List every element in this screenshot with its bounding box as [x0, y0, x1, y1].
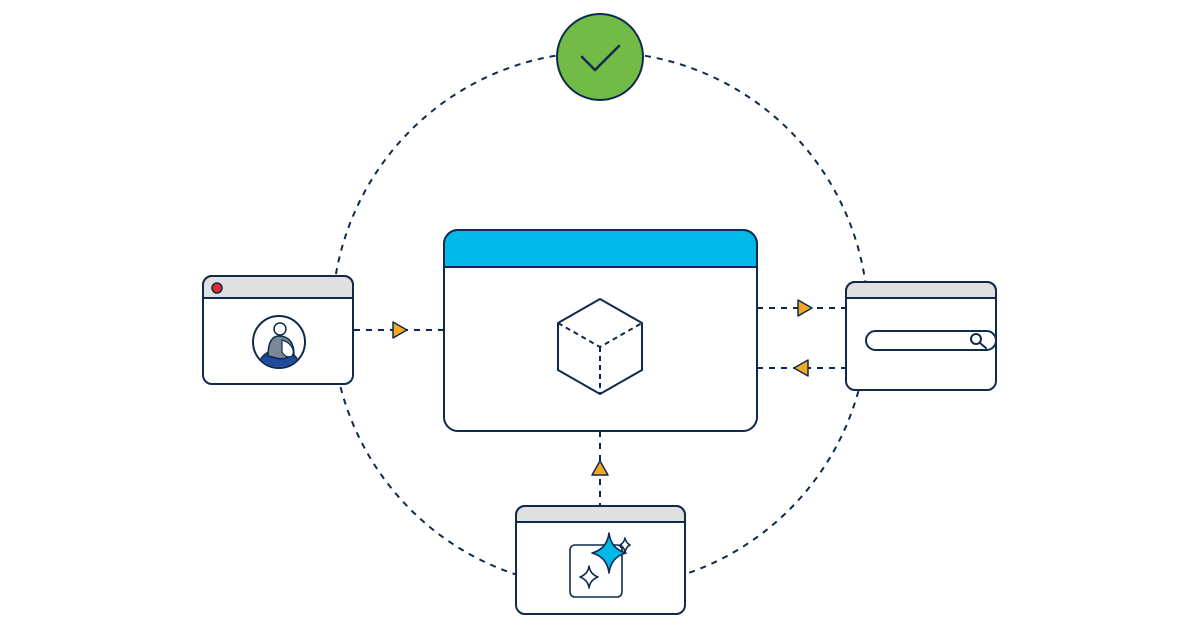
sparkle-window-titlebar [515, 505, 686, 523]
sparkle-window [515, 505, 686, 615]
arrow-head-icon [793, 359, 809, 377]
profile-window [202, 275, 354, 385]
search-window-titlebar [845, 281, 997, 299]
check-icon [580, 44, 621, 72]
central-app-window [443, 229, 758, 432]
search-window [845, 281, 997, 391]
central-window-titlebar [443, 229, 758, 268]
sparkles-icon [569, 532, 631, 598]
flow-arrows [392, 299, 813, 476]
cube-icon [557, 298, 643, 395]
arrow-head-icon [797, 299, 813, 317]
user-avatar-icon [252, 315, 306, 369]
profile-window-titlebar [202, 275, 354, 299]
arrow-head-icon [392, 321, 408, 339]
arrow-head-icon [591, 460, 609, 476]
close-dot-icon [211, 282, 223, 294]
search-input [865, 330, 997, 351]
magnifier-icon [970, 333, 987, 349]
status-badge [556, 13, 644, 101]
